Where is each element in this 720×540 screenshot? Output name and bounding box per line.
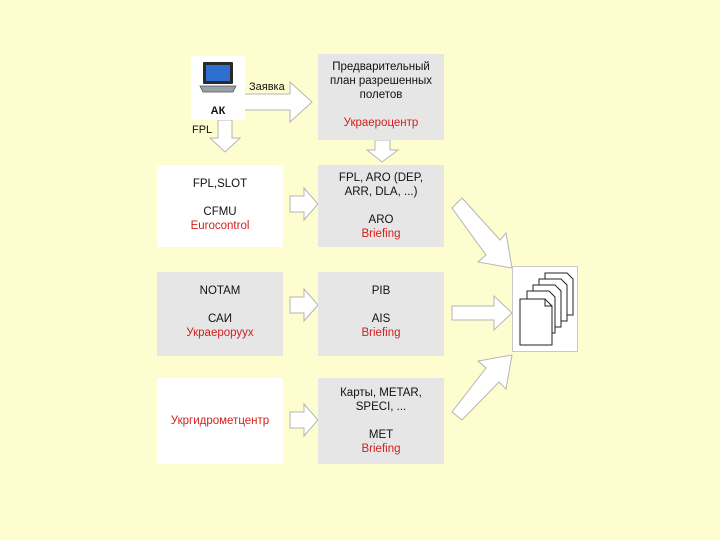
cfmu-title: FPL,SLOT xyxy=(192,178,248,190)
hydro-box: Укргидрометцентр xyxy=(157,378,283,464)
plan-line-2: план разрешенных xyxy=(330,75,432,87)
arrow-plan-down xyxy=(365,139,400,163)
aro-name: ARO xyxy=(368,214,394,226)
met-org: Briefing xyxy=(361,443,401,455)
notam-org: Украероруух xyxy=(186,327,254,339)
cfmu-box: FPL,SLOT CFMU Eurocontrol xyxy=(157,165,283,247)
notam-name: САИ xyxy=(208,313,232,325)
ais-name: AIS xyxy=(371,313,391,325)
plan-box: Предварительный план разрешенных полетов… xyxy=(318,54,444,140)
met-box: Карты, METAR, SPECI, ... MET Briefing xyxy=(318,378,444,464)
arrow-hydro-met xyxy=(289,402,319,438)
documents-stack-icon xyxy=(519,272,574,346)
arrow-aro-docs xyxy=(451,197,513,269)
ais-org: Briefing xyxy=(361,327,401,339)
hydro-org: Укргидрометцентр xyxy=(170,415,270,427)
notam-box: NOTAM САИ Украероруух xyxy=(157,272,283,356)
ak-label: АК xyxy=(210,105,226,117)
aro-line-1: FPL, ARO (DEP, xyxy=(338,172,424,184)
notam-title: NOTAM xyxy=(199,285,241,297)
documents-box xyxy=(512,266,578,352)
plan-org: Украероцентр xyxy=(343,117,419,129)
request-label: Заявка xyxy=(249,81,285,93)
ais-title: PIB xyxy=(371,285,391,297)
laptop-icon xyxy=(199,62,237,93)
cfmu-org: Eurocontrol xyxy=(190,220,250,232)
cfmu-name: CFMU xyxy=(203,206,237,218)
ak-box: АК xyxy=(191,56,245,120)
met-line-1: Карты, METAR, xyxy=(340,387,422,399)
arrow-ais-docs xyxy=(451,294,513,332)
plan-line-3: полетов xyxy=(359,89,403,101)
met-name: MET xyxy=(368,429,394,441)
ais-box: PIB AIS Briefing xyxy=(318,272,444,356)
aro-line-2: ARR, DLA, ...) xyxy=(344,186,418,198)
met-line-2: SPECI, ... xyxy=(355,401,407,413)
arrow-fpl-down xyxy=(208,119,242,153)
arrow-notam-ais xyxy=(289,287,319,323)
fpl-label: FPL xyxy=(192,124,213,136)
arrow-request xyxy=(241,80,313,124)
aro-box: FPL, ARO (DEP, ARR, DLA, ...) ARO Briefi… xyxy=(318,165,444,247)
arrow-met-docs xyxy=(451,354,513,421)
arrow-cfmu-aro xyxy=(289,186,319,222)
plan-line-1: Предварительный xyxy=(332,61,430,73)
aro-org: Briefing xyxy=(361,228,401,240)
